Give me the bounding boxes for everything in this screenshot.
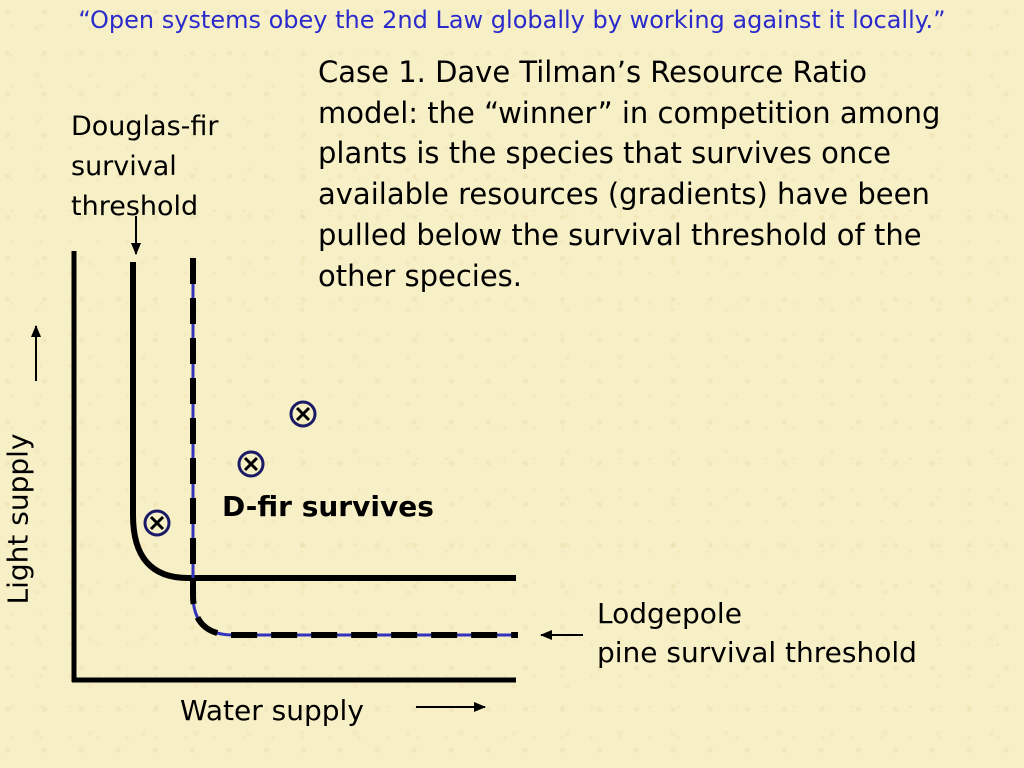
case-text-line: Case 1. Dave Tilman’s Resource Ratio (318, 55, 867, 89)
lodgepole-label-line: pine survival threshold (597, 636, 917, 669)
circled-x-icon (143, 509, 171, 537)
case-text-line: plants is the species that survives once (318, 136, 892, 171)
case-text-line: available resources (gradients) have bee… (318, 177, 930, 212)
lodgepole-threshold-label: Lodgepole pine survival threshold (597, 594, 917, 672)
slide-quote: “Open systems obey the 2nd Law globally … (78, 6, 946, 34)
circled-x-icon (237, 450, 265, 478)
case-text-line: other species. (318, 258, 523, 293)
lodgepole-threshold-curve-dashes (190, 258, 518, 638)
case-text-line: pulled below the survival threshold of t… (318, 217, 922, 252)
douglas-fir-threshold-curve (130, 262, 516, 581)
douglas-fir-threshold-label: Douglas-fir survival threshold (71, 107, 219, 227)
dfir-label-line: threshold (71, 191, 199, 222)
lodgepole-label-line: Lodgepole (597, 597, 742, 630)
case-text-line: model: the “winner” in competition among (318, 95, 941, 130)
case-description: Case 1. Dave Tilman’s Resource Ratio mod… (318, 52, 1008, 296)
dfir-label-line: Douglas-fir (71, 111, 219, 142)
dfir-label-line: survival (71, 151, 177, 182)
circled-x-icon (289, 400, 317, 428)
dfir-survives-label: D-fir survives (222, 490, 434, 523)
x-axis-label: Water supply (180, 694, 364, 727)
